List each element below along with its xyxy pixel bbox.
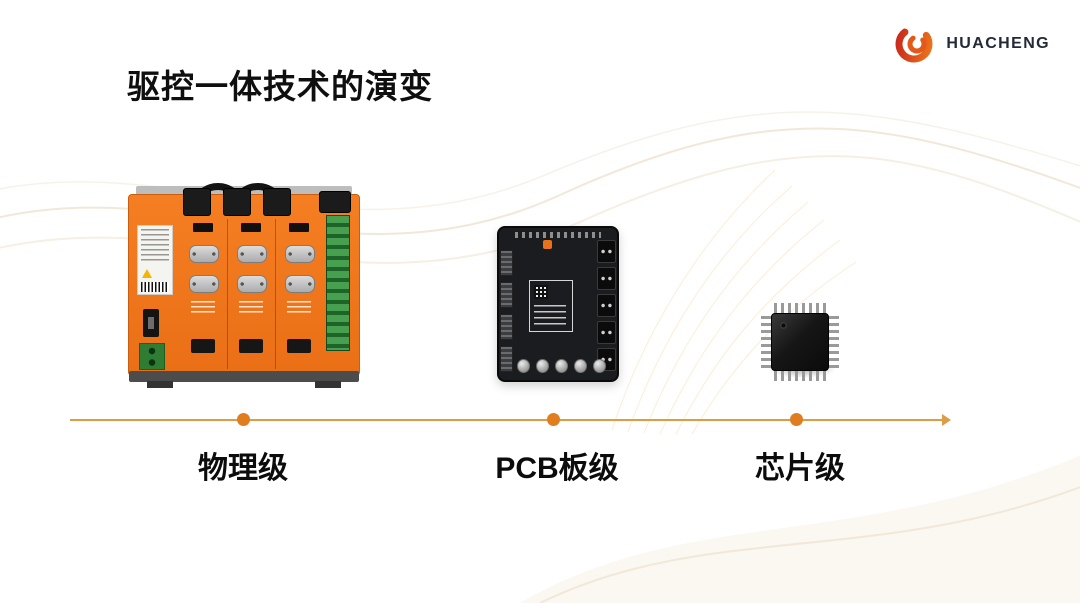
capacitor [593, 359, 606, 373]
db9-connector [237, 275, 267, 293]
servo-top-connector [183, 188, 211, 216]
servo-label-sticker [137, 225, 173, 295]
chip-pins [774, 370, 826, 381]
servo-terminal-block [139, 343, 165, 370]
module-bottom-connector [191, 339, 215, 353]
pcb-left-connector [500, 346, 513, 372]
servo-axis-module [275, 219, 323, 369]
servo-top-connector [319, 191, 351, 213]
pcb-right-connector [597, 294, 616, 317]
pcb-right-connector [597, 267, 616, 290]
module-print [287, 301, 311, 316]
chip-pins [828, 316, 839, 368]
pcb-brand-mark [543, 240, 552, 249]
warning-icon [142, 269, 152, 278]
db9-connector [285, 245, 315, 263]
pcb-silkscreen-text [534, 305, 566, 325]
timeline-line [70, 419, 944, 421]
timeline-dot-physical [237, 413, 250, 426]
servo-base [129, 371, 359, 382]
pcb-board-image [497, 226, 619, 382]
db9-connector [285, 275, 315, 293]
pcb-right-connector [597, 240, 616, 263]
module-print [191, 301, 215, 316]
servo-foot [147, 381, 173, 388]
pcb-right-connector [597, 321, 616, 344]
pcb-capacitor-row [517, 359, 606, 373]
servo-io-terminal-strip [326, 215, 350, 351]
module-print [239, 301, 263, 316]
logo-text: HUACHENG [946, 35, 1050, 52]
pcb-left-connector [500, 250, 513, 276]
stage-label-chip: 芯片级 [755, 452, 845, 485]
db9-connector [189, 245, 219, 263]
module-display [289, 223, 309, 232]
capacitor [517, 359, 530, 373]
db9-connector [189, 275, 219, 293]
capacitor [536, 359, 549, 373]
servo-label-text [141, 229, 169, 261]
pcb-left-connector [500, 314, 513, 340]
servo-axis-module [179, 219, 228, 369]
chip-pins [774, 303, 826, 314]
servo-switch-knob [148, 317, 154, 329]
servo-foot [315, 381, 341, 388]
module-display [241, 223, 261, 232]
chip-pins [761, 316, 772, 368]
module-display [193, 223, 213, 232]
servo-top-connector [223, 188, 251, 216]
servo-drive-image [128, 183, 360, 390]
capacitor [555, 359, 568, 373]
servo-body [128, 183, 360, 388]
chip-image [761, 303, 839, 381]
timeline-dot-chip [790, 413, 803, 426]
capacitor [574, 359, 587, 373]
module-bottom-connector [287, 339, 311, 353]
huacheng-logo-icon [895, 25, 933, 63]
page-title: 驱控一体技术的演变 [127, 68, 433, 105]
pcb-qr-code [534, 285, 548, 299]
pcb-left-connector [500, 282, 513, 308]
chip-pin1-dot [780, 322, 787, 329]
servo-axis-module [227, 219, 276, 369]
pcb-silkscreen-box [529, 280, 573, 332]
chip-body [771, 313, 829, 371]
stage-label-pcb: PCB板级 [495, 452, 619, 485]
brand-logo: HUACHENG [894, 24, 1050, 64]
module-bottom-connector [239, 339, 263, 353]
timeline-dot-pcb [547, 413, 560, 426]
db9-connector [237, 245, 267, 263]
servo-top-connector [263, 188, 291, 216]
timeline-arrow-icon [942, 414, 951, 426]
pcb-top-pads [515, 232, 601, 238]
stage-label-physical: 物理级 [198, 452, 288, 485]
servo-barcode [141, 282, 169, 292]
